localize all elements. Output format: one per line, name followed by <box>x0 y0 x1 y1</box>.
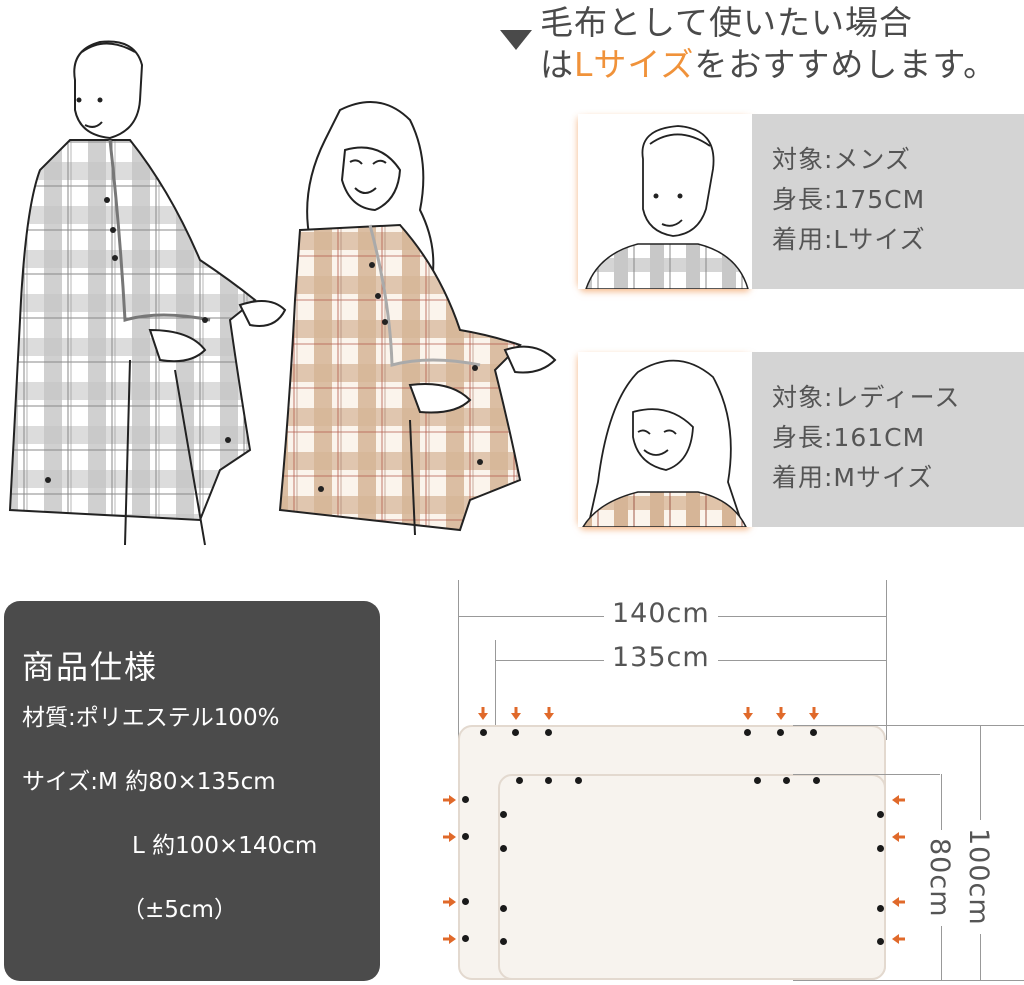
men-info: 対象:メンズ 身長:175CM 着用:Lサイズ <box>752 114 1024 289</box>
spec-tolerance: （±5cm） <box>122 897 237 923</box>
headline-line1: 毛布として使いたい場合 <box>540 3 914 42</box>
arrow-right-icon <box>443 897 456 907</box>
arrow-left-icon <box>892 897 905 907</box>
width-l-label: 140cm <box>604 598 718 629</box>
headline: 毛布として使いたい場合 はLサイズをおすすめします。 <box>500 2 997 86</box>
arrow-down-icon <box>544 707 554 720</box>
women-portrait <box>578 352 752 528</box>
wear-label: 着用:Mサイズ <box>772 463 934 492</box>
arrow-right-icon <box>443 934 456 944</box>
headline-accent: Lサイズ <box>574 45 695 84</box>
man-illustration <box>8 40 287 546</box>
model-card-women: 対象:レディース 身長:161CM 着用:Mサイズ <box>578 352 1024 528</box>
arrow-markers <box>443 707 905 944</box>
arrow-right-icon <box>443 795 456 805</box>
width-m-label: 135cm <box>604 642 718 673</box>
arrow-left-icon <box>892 832 905 842</box>
spec-size-l: L 約100×140cm <box>132 833 318 859</box>
arrow-right-icon <box>443 832 456 842</box>
woman-illustration <box>278 101 557 536</box>
arrow-down-icon <box>809 707 819 720</box>
arrow-down-icon <box>478 707 488 720</box>
headline-line2: はLサイズをおすすめします。 <box>500 44 997 86</box>
men-portrait <box>578 114 752 290</box>
height-label: 身長:161CM <box>772 423 926 452</box>
spec-box: 商品仕様 材質:ポリエステル100% サイズ:M 約80×135cm L 約10… <box>4 601 380 981</box>
height-label: 身長:175CM <box>772 185 926 214</box>
arrow-left-icon <box>892 795 905 805</box>
triangle-down-icon <box>500 30 532 50</box>
arrow-down-icon <box>743 707 753 720</box>
spec-size-m: サイズ:M 約80×135cm <box>22 769 276 795</box>
spec-title: 商品仕様 <box>22 648 159 686</box>
arrow-down-icon <box>511 707 521 720</box>
spec-material: 材質:ポリエステル100% <box>22 705 280 731</box>
target-label: 対象:メンズ <box>772 145 911 174</box>
height-m-label: 80cm <box>924 830 955 926</box>
headline-prefix: は <box>540 45 574 84</box>
blanket-m <box>498 774 886 980</box>
headline-suffix: をおすすめします。 <box>694 45 998 84</box>
size-diagram: 140cm 135cm 100cm 80cm <box>440 580 1024 985</box>
arrow-down-icon <box>776 707 786 720</box>
man-portrait-icon <box>584 125 749 290</box>
women-info: 対象:レディース 身長:161CM 着用:Mサイズ <box>752 352 1024 527</box>
target-label: 対象:レディース <box>772 383 961 412</box>
model-card-men: 対象:メンズ 身長:175CM 着用:Lサイズ <box>578 114 1024 290</box>
height-l-label: 100cm <box>963 820 994 934</box>
wear-label: 着用:Lサイズ <box>772 225 926 254</box>
arrow-left-icon <box>892 934 905 944</box>
woman-portrait-icon <box>581 359 748 528</box>
